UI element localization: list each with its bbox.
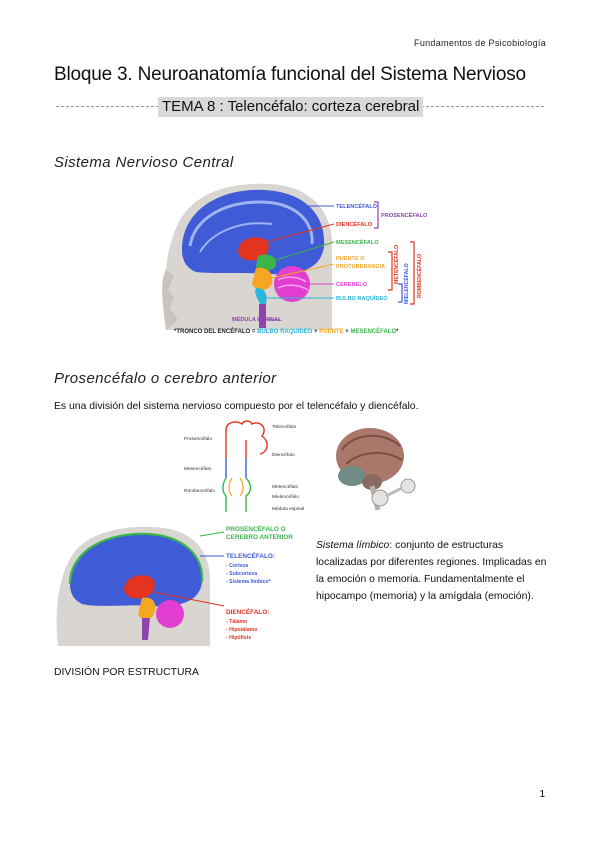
tube-prosencefalo: Prosencéfalo bbox=[184, 436, 212, 442]
limbic-text: : conjunto de estructuras localizadas po… bbox=[316, 540, 547, 602]
neural-tube-figure: Prosencéfalo Mesencéfalo Rombencéfalo Te… bbox=[184, 420, 304, 512]
prosencefalo-brain-figure: PROSENCÉFALO O CEREBRO ANTERIOR TELENCÉF… bbox=[56, 524, 293, 646]
fig2-dien-item: - Hipófisis bbox=[226, 635, 251, 641]
tube-diencefalo: Diencéfalo bbox=[272, 452, 295, 458]
fig2-dien: DIENCÉFALO: bbox=[226, 607, 269, 616]
limbic-term: Sistema límbico bbox=[316, 540, 390, 551]
label-telencefalo: TELENCÉFALO bbox=[336, 202, 378, 210]
fig2-pros-b: CEREBRO ANTERIOR bbox=[226, 534, 293, 541]
medula-shape bbox=[259, 304, 266, 328]
tube-telencefalo: Telencéfalo bbox=[272, 424, 297, 430]
brain-3d-figure bbox=[336, 428, 416, 511]
label-puente: PUENTE O bbox=[336, 256, 365, 262]
label-metencefalo: METENCÉFALO bbox=[392, 245, 400, 284]
tema-title: TEMA 8 : Telencéfalo: corteza cerebral bbox=[158, 97, 424, 117]
label-prosencefalo: PROSENCÉFALO bbox=[381, 211, 428, 219]
label-medula: MÉDULA ESPINAL bbox=[232, 315, 282, 323]
figure-caption: *TRONCO DEL ENCÉFALO = BULBO RAQUÍDEO + … bbox=[174, 327, 399, 335]
document-title: Bloque 3. Neuroanatomía funcional del Si… bbox=[54, 64, 526, 85]
section-heading-prosencefalo: Prosencéfalo o cerebro anterior bbox=[54, 370, 277, 387]
label-cerebelo: CEREBELO bbox=[336, 282, 368, 288]
tube-rombencefalo: Rombencéfalo bbox=[184, 488, 215, 494]
snc-brain-figure: TELENCÉFALO DIENCÉFALO MESENCÉFALO PUENT… bbox=[160, 180, 440, 340]
mesencefalo-shape bbox=[256, 254, 277, 271]
tube-mesencefalo: Mesencéfalo bbox=[184, 466, 212, 472]
fig2-tel-item: - Corteza bbox=[226, 563, 248, 569]
fig2-pros-a: PROSENCÉFALO O bbox=[226, 524, 286, 533]
fig2-dien-item: - Hipotálamo bbox=[226, 627, 257, 633]
fig2-dien-item: - Tálamo bbox=[226, 619, 247, 625]
label-bulbo: BULBO RAQUÍDEO bbox=[336, 294, 388, 302]
diencefalo-shape bbox=[238, 237, 269, 261]
label-diencefalo: DIENCÉFALO bbox=[336, 220, 373, 228]
page-number: 1 bbox=[539, 789, 545, 800]
tube-mielencefalo: Mielencéfalo bbox=[272, 494, 299, 500]
label-mielencefalo: MIELENCÉFALO bbox=[402, 263, 410, 304]
section-heading-division: DIVISIÓN POR ESTRUCTURA bbox=[54, 667, 199, 678]
label-mesencefalo: MESENCÉFALO bbox=[336, 238, 379, 246]
tube-metencefalo: Metencéfalo bbox=[272, 484, 298, 490]
puente-shape bbox=[252, 267, 273, 290]
section-heading-snc: Sistema Nervioso Central bbox=[54, 154, 234, 171]
fig2-tel-item: - Subcorteza bbox=[226, 571, 257, 577]
limbic-description: Sistema límbico: conjunto de estructuras… bbox=[316, 537, 548, 605]
running-header: Fundamentos de Psicobiología bbox=[414, 38, 546, 48]
fig2-tel: TELENCÉFALO: bbox=[226, 551, 275, 560]
prosencefalo-description: Es una división del sistema nervioso com… bbox=[54, 401, 419, 412]
cerebelo-shape bbox=[274, 266, 310, 302]
label-rombencefalo: ROMBENCÉFALO bbox=[415, 254, 423, 298]
fig2-tel-item: - Sistema límbico* bbox=[226, 579, 272, 585]
label-protuberancia: PROTUBERANCIA bbox=[336, 264, 385, 270]
tube-medula: Médula espinal bbox=[272, 506, 304, 512]
bulbo-shape bbox=[255, 288, 267, 304]
